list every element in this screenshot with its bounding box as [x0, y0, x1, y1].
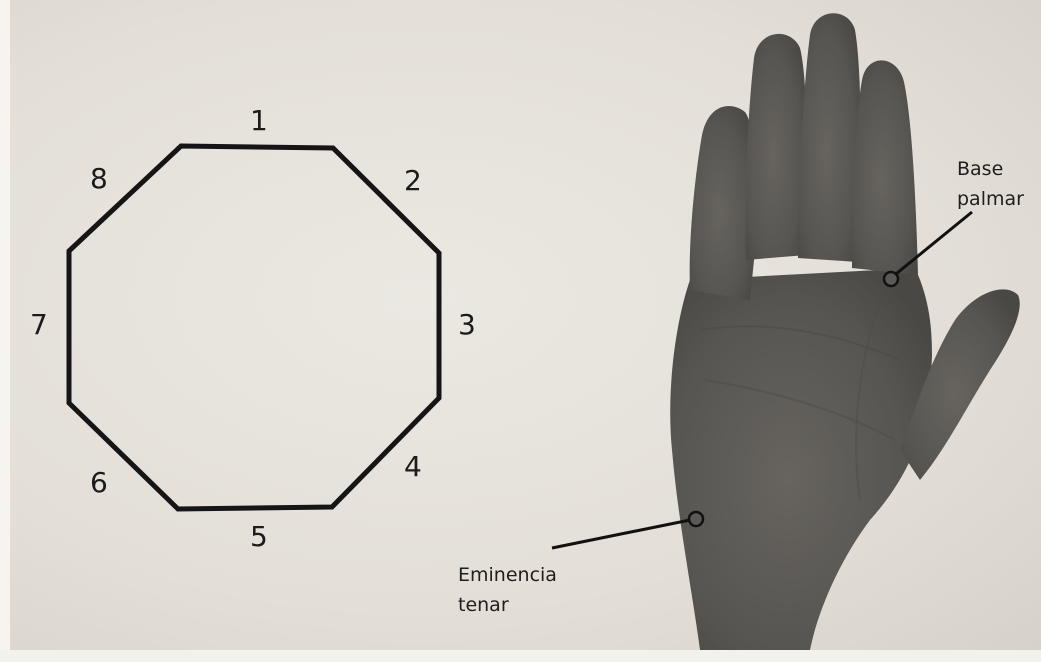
hand-finger-middle [745, 34, 807, 260]
callout-label-base-palmar-line2: palmar [957, 188, 1024, 210]
edge-label-2: 2 [404, 164, 422, 197]
callout-marker-eminencia-tenar [689, 512, 703, 526]
callout-leader-eminencia-tenar [552, 519, 695, 548]
hand-palm [670, 268, 932, 650]
callout-marker-base-palmar [884, 272, 898, 286]
edge-label-7: 7 [30, 308, 48, 341]
callout-label-eminencia-tenar-line2: tenar [458, 594, 509, 616]
callout-label-base-palmar-line1: Base [957, 158, 1003, 180]
octagon-figure: 1 2 3 4 5 6 7 8 [30, 104, 476, 553]
hand-finger-little [852, 60, 918, 275]
hand-finger-index [690, 106, 756, 300]
callout-eminencia-tenar: Eminencia tenar [458, 512, 703, 616]
hand-finger-ring [798, 13, 861, 262]
hand-figure [670, 13, 1020, 650]
edge-label-6: 6 [90, 466, 108, 499]
callout-label-eminencia-tenar-line1: Eminencia [458, 564, 557, 586]
octagon-outline [69, 146, 439, 509]
edge-label-4: 4 [404, 450, 422, 483]
edge-label-8: 8 [90, 162, 108, 195]
edge-label-1: 1 [250, 104, 268, 137]
edge-label-5: 5 [250, 520, 268, 553]
edge-label-3: 3 [458, 308, 476, 341]
